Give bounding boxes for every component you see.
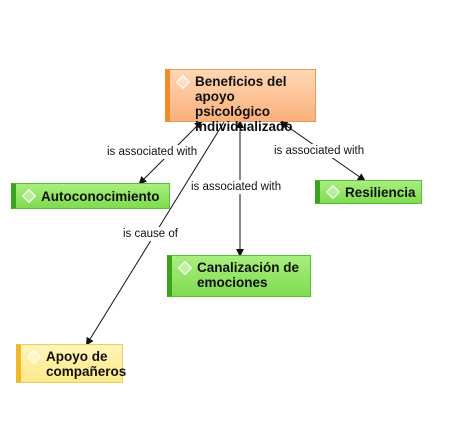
diamond-icon — [26, 349, 42, 365]
node-beneficios[interactable]: Beneficios del apoyo psicológico individ… — [165, 69, 316, 134]
node-resiliencia[interactable]: Resiliencia — [315, 180, 422, 204]
link-label-canalizacion: is associated with — [189, 180, 284, 194]
node-autoconocimiento[interactable]: Autoconocimiento — [11, 183, 170, 209]
diamond-icon — [21, 188, 37, 204]
node-canalizacion[interactable]: Canalización de emociones — [167, 255, 311, 297]
diamond-icon — [177, 260, 193, 276]
node-resiliencia-label: Resiliencia — [345, 184, 416, 200]
node-autoconocimiento-label: Autoconocimiento — [41, 188, 160, 204]
node-canalizacion-label: Canalización de emociones — [197, 260, 300, 290]
node-apoyo-label: Apoyo de compañeros — [46, 349, 127, 379]
link-label-autoconocimiento: is associated with — [105, 145, 200, 159]
node-apoyo[interactable]: Apoyo de compañeros — [16, 344, 127, 383]
diamond-icon — [175, 74, 191, 90]
node-beneficios-label: Beneficios del apoyo psicológico individ… — [195, 74, 293, 134]
diamond-icon — [325, 184, 341, 200]
link-label-apoyo: is cause of — [121, 227, 180, 241]
link-label-resiliencia: is associated with — [272, 144, 367, 158]
